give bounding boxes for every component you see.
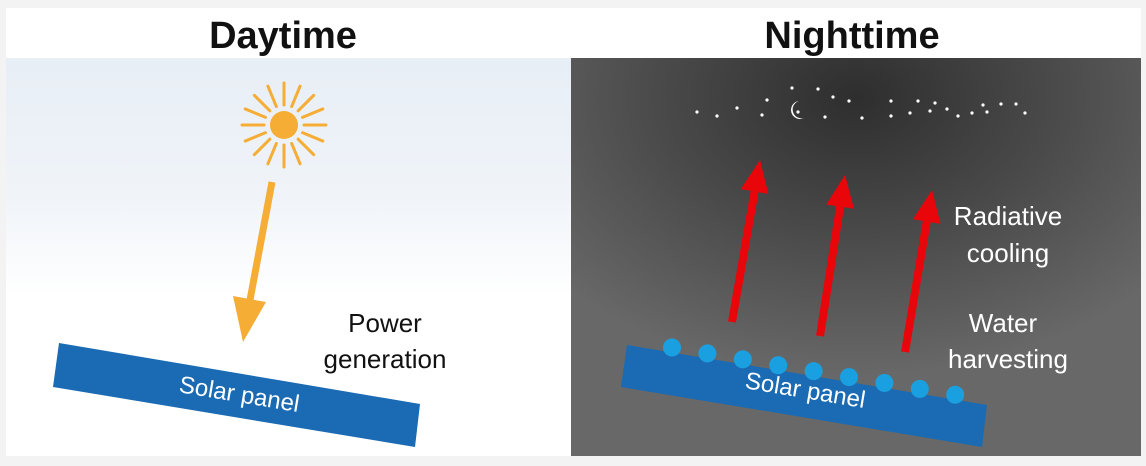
star xyxy=(945,107,949,111)
arrow-head xyxy=(912,190,941,224)
water-droplet xyxy=(946,385,965,404)
star xyxy=(985,110,989,114)
sun-ray xyxy=(300,107,325,119)
arrow-shaft xyxy=(901,220,931,353)
star xyxy=(847,99,851,103)
sun-ray xyxy=(252,93,272,113)
water-droplet xyxy=(733,350,752,369)
water-label-2: harvesting xyxy=(948,344,1068,374)
sun-ray xyxy=(266,141,278,166)
water-droplet xyxy=(698,344,717,363)
red-arrow xyxy=(901,190,941,353)
day-title: Daytime xyxy=(209,15,357,57)
sun-ray xyxy=(296,137,316,157)
radiative-cooling-arrows xyxy=(728,160,941,353)
star xyxy=(916,99,920,103)
sun-ray xyxy=(252,137,272,157)
star xyxy=(695,110,699,114)
star xyxy=(928,109,932,113)
water-droplet xyxy=(663,338,681,357)
star xyxy=(860,116,864,120)
star xyxy=(889,114,893,118)
water-label-1: Water xyxy=(969,308,1038,338)
star xyxy=(908,111,912,115)
sun-disc xyxy=(270,111,298,139)
sun-icon xyxy=(240,81,328,169)
star xyxy=(715,114,719,118)
night-solar-panel xyxy=(621,345,987,447)
water-droplet xyxy=(875,373,894,392)
water-droplet xyxy=(804,362,823,381)
arrow-shaft xyxy=(728,190,759,323)
star xyxy=(933,101,937,105)
star xyxy=(760,113,764,117)
arrow-shaft xyxy=(816,206,845,337)
water-droplet xyxy=(769,356,788,375)
star xyxy=(796,110,800,114)
radiative-label-1: Radiative xyxy=(954,201,1062,231)
star xyxy=(823,115,827,119)
night-title: Nighttime xyxy=(764,15,939,57)
red-arrow xyxy=(816,175,854,337)
star xyxy=(981,103,985,107)
star xyxy=(999,102,1003,106)
radiative-label-2: cooling xyxy=(967,238,1049,268)
stars xyxy=(695,86,1027,120)
red-arrow xyxy=(728,160,769,323)
sun-ray xyxy=(296,93,316,113)
star xyxy=(831,95,835,99)
star xyxy=(1014,102,1018,106)
arrow-head xyxy=(826,175,854,209)
star xyxy=(970,111,974,115)
sun-ray xyxy=(300,131,325,143)
star xyxy=(889,99,893,103)
day-solar-panel xyxy=(53,343,420,447)
power-label-2: generation xyxy=(324,344,447,374)
star xyxy=(816,87,820,91)
sun-ray xyxy=(243,107,268,119)
star xyxy=(956,114,960,118)
water-droplet xyxy=(910,379,929,398)
star xyxy=(790,86,794,90)
star xyxy=(1023,111,1027,115)
arrow-head xyxy=(740,160,769,194)
star xyxy=(765,98,769,102)
star xyxy=(735,106,739,110)
sun-ray xyxy=(266,84,278,109)
sun-ray xyxy=(290,84,302,109)
sun-ray xyxy=(243,131,268,143)
sunlight-arrow xyxy=(233,181,276,342)
water-droplet xyxy=(840,368,858,387)
sun-ray xyxy=(290,141,302,166)
water-droplets xyxy=(663,338,965,404)
power-label-1: Power xyxy=(348,308,422,338)
